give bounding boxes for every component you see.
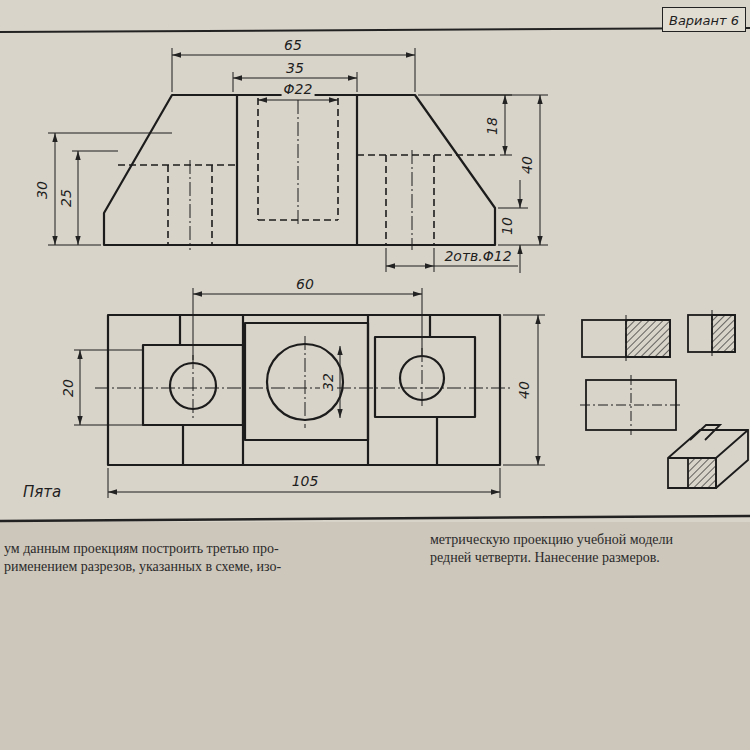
part-name: Пята	[21, 484, 63, 501]
variant-label: Вариант 6	[669, 13, 739, 28]
dimension-value: 105	[290, 473, 321, 489]
dimension-value: 30	[34, 179, 50, 201]
variant-box: Вариант 6	[662, 7, 746, 32]
dimension-value: 25	[58, 187, 74, 209]
dimension-value: 60	[294, 276, 316, 292]
dimension-value: 20	[60, 377, 76, 399]
dimension-value: 35	[284, 60, 306, 76]
dimension-value: 32	[320, 371, 336, 393]
task-text: рименением разрезов, указанных в схеме, …	[4, 559, 281, 575]
task-text: метрическую проекцию учебной модели	[430, 532, 673, 548]
dimension-value: 65	[282, 37, 304, 53]
task-text: ум данным проекциям построить третью про…	[4, 541, 279, 557]
dimension-value: 2отв.Φ12	[442, 248, 513, 264]
dimension-value: 10	[499, 215, 515, 237]
dimension-value: 40	[516, 379, 532, 401]
task-text: редней четверти. Нанесение размеров.	[430, 550, 660, 566]
dimension-value: Φ22	[282, 81, 315, 97]
dimension-value: 18	[484, 115, 500, 137]
dimension-value: 40	[519, 154, 535, 176]
